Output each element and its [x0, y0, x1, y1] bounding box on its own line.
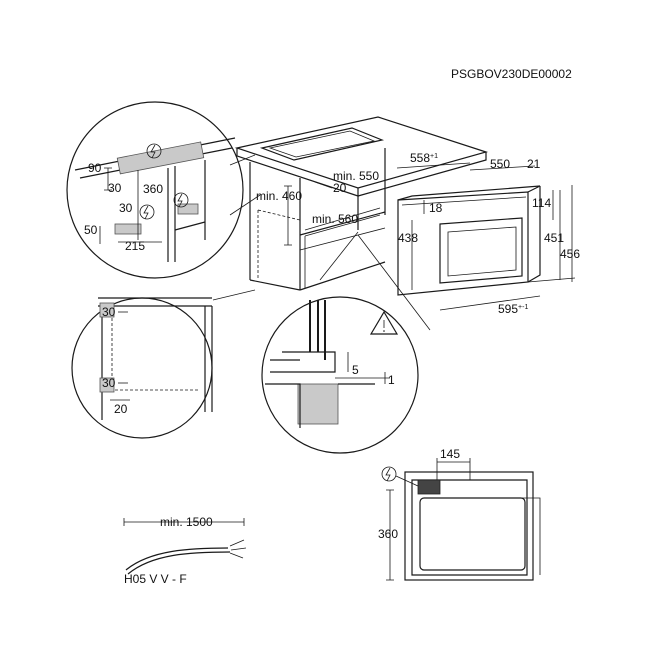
- dim-20-top: 20: [333, 181, 347, 195]
- dim-20-lower: 20: [114, 402, 128, 416]
- cable-type: H05 V V - F: [124, 572, 187, 586]
- dim-456: 456: [560, 247, 580, 261]
- lightning-circle-icon: [146, 143, 162, 159]
- dim-90: 90: [88, 161, 102, 175]
- dim-451: 451: [544, 231, 564, 245]
- product-code: PSGBOV230DE00002: [451, 67, 572, 81]
- callout-top-left: 90 360 30 30 50 215: [66, 101, 244, 279]
- dim-5: 5: [352, 363, 359, 377]
- lightning-circle-icon: [139, 204, 155, 220]
- lightning-circle-icon: [381, 466, 397, 482]
- dim-min-550: min. 550: [333, 169, 379, 183]
- cable-drawing: min. 1500 H05 V V - F: [123, 515, 247, 586]
- dim-min-460: min. 460: [256, 189, 302, 203]
- dim-1: 1: [388, 373, 395, 387]
- dim-438: 438: [398, 231, 418, 245]
- dim-min-560: min. 560: [312, 212, 358, 226]
- dim-50: 50: [84, 223, 98, 237]
- dim-360-left: 360: [143, 182, 163, 196]
- dim-558: 558+1: [410, 151, 438, 165]
- dim-595-value: 595: [498, 302, 518, 316]
- side-view: 145 360: [378, 447, 541, 581]
- cabinet-drawing: min. 460 min. 550 20 min. 560: [212, 116, 489, 331]
- dim-595: 595+-1: [498, 302, 528, 316]
- dim-595-tolerance: +-1: [518, 304, 528, 311]
- dim-30-upper: 30: [102, 305, 116, 319]
- dim-18: 18: [429, 201, 443, 215]
- dim-558-tolerance: +1: [430, 153, 438, 160]
- dim-114: 114: [532, 196, 551, 210]
- dim-min-1500: min. 1500: [160, 515, 213, 529]
- dim-360-side: 360: [378, 527, 398, 541]
- dim-558-value: 558: [410, 151, 430, 165]
- warning-triangle-icon: [369, 310, 399, 335]
- dim-30-lower: 30: [102, 376, 116, 390]
- callout-mid-left: 30 30 20: [71, 297, 213, 439]
- dim-21: 21: [527, 157, 541, 171]
- oven-drawing: 558+1 550 21 18 114 438 451 456 595+-1: [396, 151, 580, 316]
- dim-30-a: 30: [108, 181, 122, 195]
- lightning-circle-icon: [173, 192, 189, 208]
- callout-detail: 5 1: [261, 296, 419, 454]
- dim-215: 215: [125, 239, 145, 253]
- dim-30-b: 30: [119, 201, 133, 215]
- dim-145: 145: [440, 447, 460, 461]
